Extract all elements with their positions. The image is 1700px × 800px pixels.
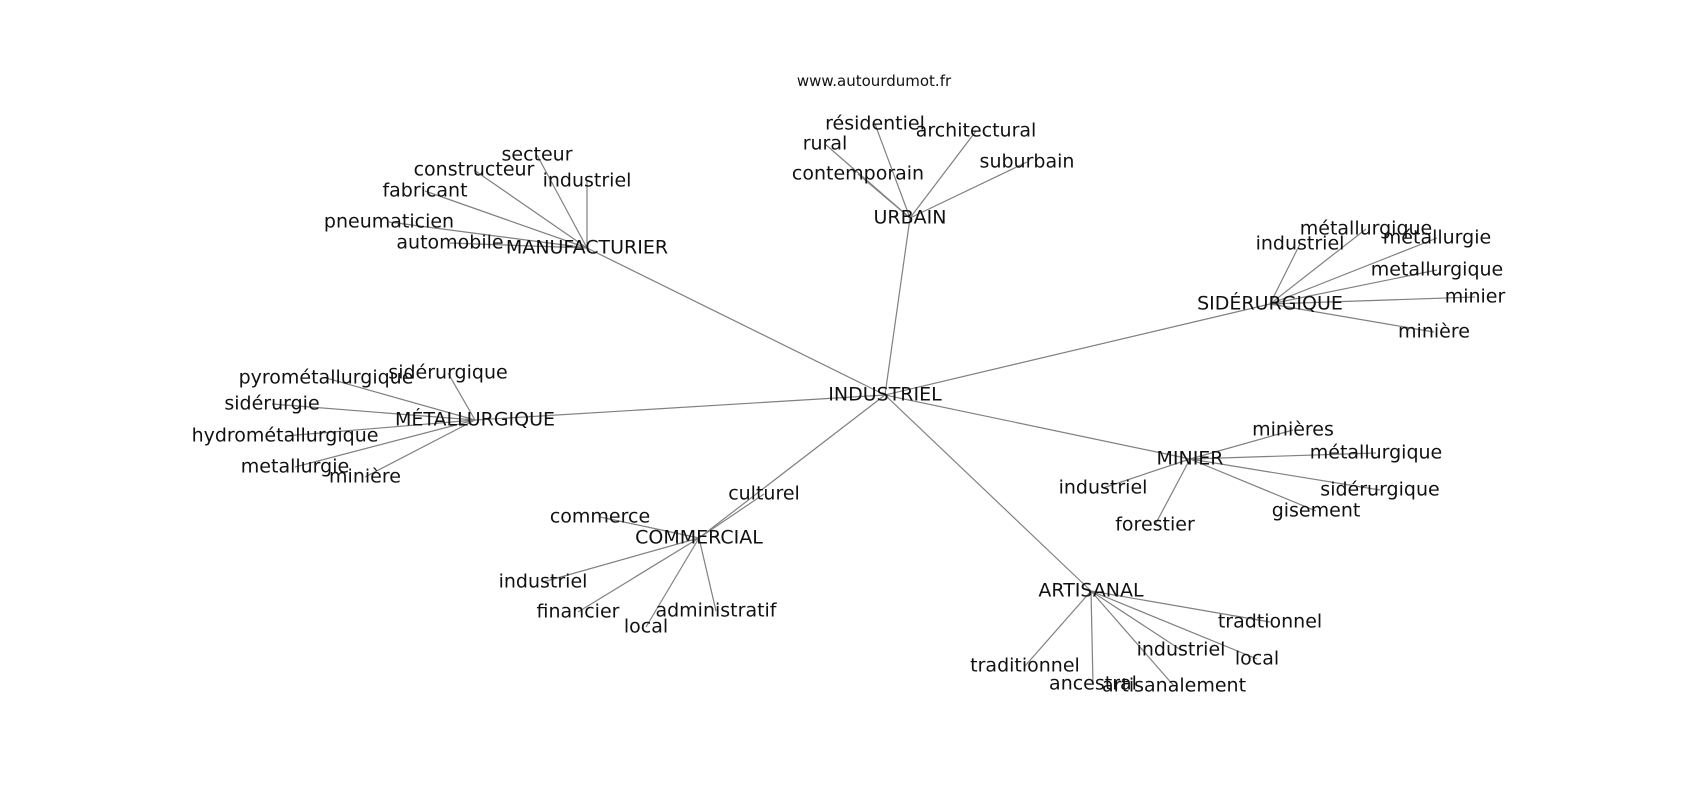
hub-word-edge	[1189, 429, 1294, 460]
hub-word-edge	[449, 242, 588, 249]
associated-word: commerce	[550, 506, 650, 528]
associated-word: fabricant	[382, 180, 467, 202]
hub-word-edge	[1189, 452, 1377, 460]
associated-word: métallurgie	[1383, 227, 1491, 249]
hub-word: COMMERCIAL	[635, 527, 763, 549]
hub-word-edge	[698, 537, 717, 612]
associated-word: minière	[1398, 321, 1470, 343]
hub-word: URBAIN	[874, 207, 947, 229]
associated-word: industriel	[1137, 639, 1226, 661]
hub-word-edge	[599, 516, 700, 539]
hub-word-edge	[1090, 590, 1182, 651]
hub-word-edge	[1102, 458, 1191, 489]
hub-word-edge	[1189, 458, 1381, 491]
hub-word: ARTISANAL	[1038, 580, 1144, 602]
associated-word: automobile	[396, 232, 503, 254]
hub-word-edge	[388, 221, 588, 249]
associated-word: suburbain	[980, 151, 1075, 173]
associated-word: résidentiel	[825, 113, 925, 135]
hub-word-edge	[1090, 590, 1175, 687]
hub-word-edge	[294, 419, 476, 468]
hub-word-edge	[857, 173, 911, 219]
associated-word: secteur	[501, 144, 572, 166]
associated-word: minières	[1252, 419, 1334, 441]
associated-word: constructeur	[414, 159, 535, 181]
hub-word: MANUFACTURIER	[506, 237, 668, 259]
associated-word: local	[624, 616, 668, 638]
associated-word: financier	[537, 601, 620, 623]
hub-word-edge	[1269, 243, 1301, 305]
associated-word: métallurgique	[1310, 442, 1443, 464]
associated-word: traditionnel	[970, 655, 1080, 677]
center-hub-edge	[474, 394, 886, 421]
associated-word: sidérurgique	[1320, 479, 1439, 501]
associated-word: industriel	[543, 170, 632, 192]
center-hub-edge	[586, 247, 886, 396]
center-hub-edge	[884, 394, 1092, 592]
associated-word: sidérurgie	[224, 393, 319, 415]
hub-word-edge	[364, 419, 476, 478]
hub-word-edge	[473, 169, 588, 249]
center-hub-edge	[884, 394, 1191, 460]
site-watermark: www.autourdumot.fr	[796, 72, 952, 90]
hub-word-edge	[577, 537, 700, 613]
hub-word-edge	[909, 161, 1028, 219]
hub-word-edge	[325, 377, 476, 421]
associated-word: hydrométallurgique	[192, 425, 379, 447]
hub-word-edge	[542, 537, 700, 583]
associated-word: minière	[329, 466, 401, 488]
associated-word: forestier	[1115, 514, 1195, 536]
hub-word-edge	[1189, 458, 1317, 512]
associated-word: administratif	[655, 600, 777, 622]
associated-word: tradtionnel	[1218, 611, 1322, 633]
associated-word: pyrométallurgique	[239, 367, 414, 389]
hub-word: SIDÉRURGIQUE	[1197, 292, 1343, 315]
associated-word: gisement	[1272, 500, 1361, 522]
hub-word: MÉTALLURGIQUE	[395, 408, 555, 431]
associated-word: local	[1235, 648, 1279, 670]
hub-word-edge	[271, 403, 476, 421]
associated-word: ancestral	[1049, 673, 1137, 695]
associated-word: industriel	[499, 571, 588, 593]
associated-word: industriel	[1059, 477, 1148, 499]
hub-word-edge	[1090, 590, 1258, 660]
associated-word: metallurgique	[1371, 259, 1504, 281]
hub-word-edge	[447, 372, 476, 421]
hub-word-edge	[424, 190, 588, 249]
hub-word-edge	[874, 123, 911, 219]
hub-word-edge	[1024, 590, 1092, 667]
hub-word-edge	[1090, 590, 1094, 685]
associated-word: architectural	[916, 120, 1037, 142]
associated-word: pneumaticien	[324, 211, 454, 233]
associated-word: minier	[1445, 286, 1506, 308]
hub-word-edge	[698, 493, 765, 539]
hub-word-edge	[1269, 303, 1435, 333]
associated-word: industriel	[1256, 233, 1345, 255]
hub-word-edge	[1269, 296, 1476, 305]
associated-word: contemporain	[792, 163, 924, 185]
hub-word: MINIER	[1156, 448, 1223, 470]
hub-word-edge	[1154, 458, 1191, 526]
hub-word-edge	[645, 537, 700, 628]
associated-word: culturel	[728, 483, 800, 505]
hub-word-edge	[1269, 228, 1367, 305]
center-hub-edge	[884, 217, 911, 396]
associated-word: métallurgique	[1300, 218, 1433, 240]
hub-word-edge	[536, 154, 588, 249]
hub-word-edge	[1090, 590, 1271, 623]
hub-word-edge	[1269, 269, 1438, 305]
hub-word-edge	[1269, 237, 1438, 305]
associated-word: metallurgie	[241, 456, 349, 478]
associated-word: artisanalement	[1102, 675, 1246, 697]
center-hub-edge	[884, 303, 1271, 396]
hub-word-edge	[284, 419, 476, 437]
hub-word-edge	[909, 130, 977, 219]
center-hub-edge	[698, 394, 886, 539]
associated-word: rural	[803, 133, 848, 155]
center-word: INDUSTRIEL	[828, 384, 942, 406]
associated-word: sidérurgique	[388, 362, 507, 384]
